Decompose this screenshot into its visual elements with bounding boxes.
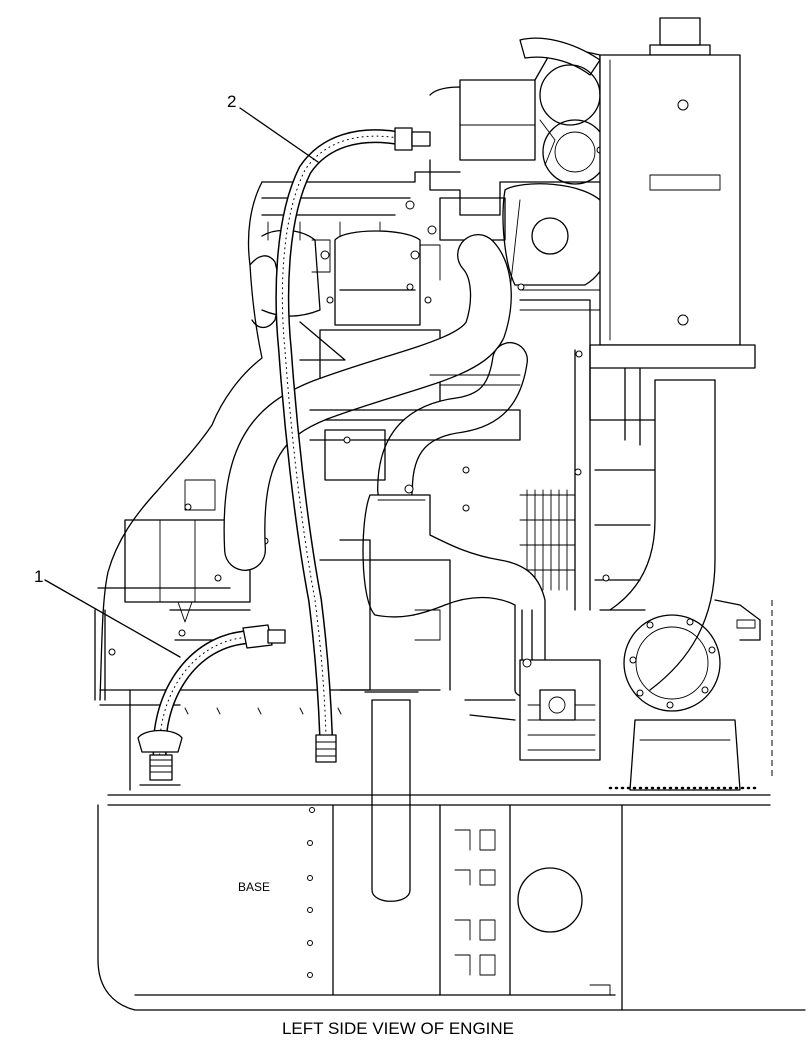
turbocharger-assembly [405, 37, 621, 311]
starter-pump [464, 609, 601, 761]
callout-2-leader [239, 107, 319, 163]
callout-2-number: 2 [227, 92, 236, 111]
base-frame: BASE [97, 794, 806, 1011]
lower-housing [319, 436, 546, 699]
hose-2 [275, 127, 431, 763]
callout-2: 2 [227, 92, 319, 163]
exhaust-elbow [609, 379, 773, 791]
center-pipes [223, 234, 528, 571]
radiator-fins [519, 299, 656, 611]
callout-1-leader [44, 579, 181, 658]
base-label: BASE [238, 880, 270, 894]
air-cleaner [589, 17, 756, 446]
dipstick-tube [364, 691, 419, 902]
engine-block-outline [94, 171, 461, 701]
hose-1 [137, 624, 286, 786]
drawing-caption: LEFT SIDE VIEW OF ENGINE [282, 1019, 514, 1038]
callout-1-number: 1 [34, 567, 43, 586]
callout-1: 1 [34, 567, 181, 658]
